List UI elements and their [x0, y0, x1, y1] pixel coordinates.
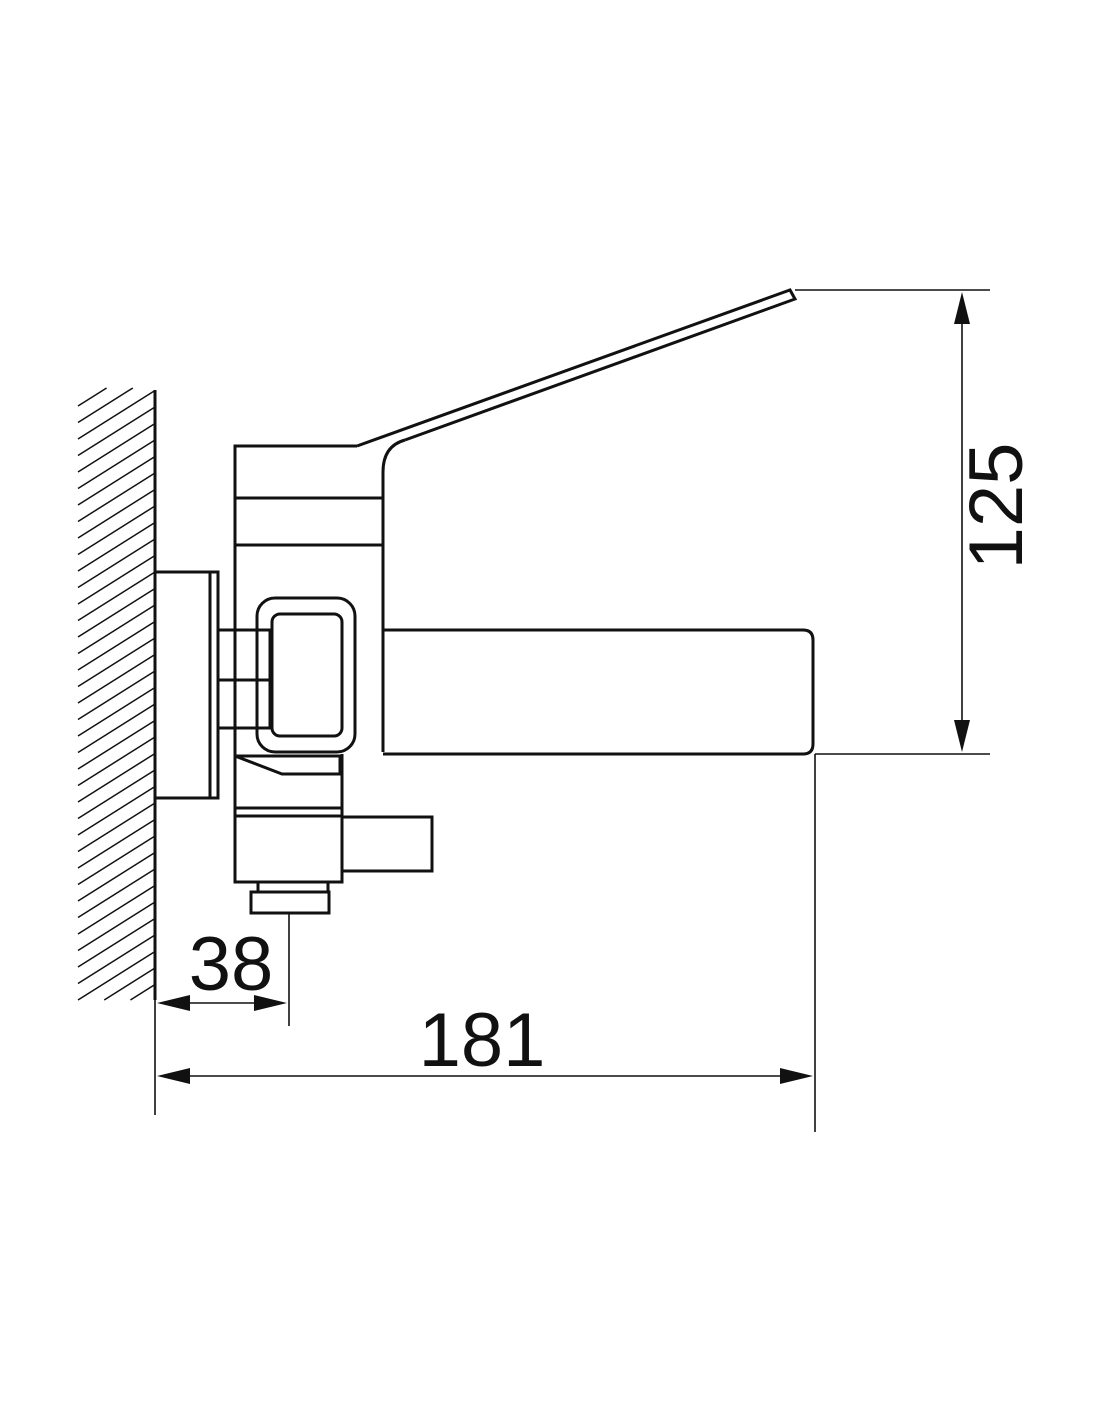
- dimension-projection-label: 181: [419, 998, 546, 1083]
- cartridge-knob: [255, 596, 357, 754]
- wall-hatch-line: [77, 455, 156, 506]
- wall-hatch-line: [77, 604, 156, 655]
- wall-hatch-line: [77, 703, 156, 754]
- wall-hatch-line: [77, 389, 156, 440]
- faucet-body: [233, 438, 406, 752]
- wall-hatch-line: [77, 736, 156, 787]
- wall-hatch-line: [77, 387, 107, 407]
- wall-hatch-line: [77, 571, 156, 622]
- wall-hatch-line: [77, 686, 156, 737]
- wall-hatch-line: [77, 818, 156, 869]
- wall-hatch-line: [77, 851, 156, 902]
- wall-hatch-line: [77, 802, 156, 853]
- wall-flange: [153, 570, 220, 800]
- wall-hatch-line: [77, 917, 156, 968]
- wall-hatch-line: [77, 950, 156, 1001]
- wall-hatch-line: [77, 554, 156, 605]
- dimension-outlet-offset-label: 38: [189, 922, 274, 1007]
- dimension-projection: 181: [154, 754, 816, 1132]
- wall-hatch-line: [77, 769, 156, 820]
- wall-hatch-line: [77, 752, 156, 803]
- wall-hatch-line: [77, 620, 156, 671]
- wall-hatch-line: [77, 835, 156, 886]
- wall-hatch-line: [130, 983, 156, 1001]
- wall-hatch-line: [77, 653, 156, 704]
- wall-hatch-line: [103, 967, 156, 1001]
- wall-hatch-line: [77, 868, 156, 919]
- wall-hatch-line: [77, 488, 156, 539]
- wall-hatch-line: [77, 538, 156, 589]
- wall-hatch-line: [77, 505, 156, 556]
- spout: [383, 628, 815, 756]
- dimension-height-label: 125: [954, 443, 1039, 570]
- wall-connector: [216, 628, 272, 730]
- wall-hatch-line: [77, 521, 156, 572]
- wall: [77, 387, 157, 1001]
- wall-hatch-line: [77, 587, 156, 638]
- wall-hatch-line: [77, 472, 156, 523]
- wall-hatch-line: [77, 884, 156, 935]
- lever-handle: [356, 288, 798, 448]
- diverter-knob: [340, 815, 434, 873]
- outlet-nut: [249, 880, 331, 915]
- wall-hatch-line: [77, 439, 156, 490]
- wall-hatch-line: [77, 422, 156, 473]
- wall-hatch-line: [77, 637, 156, 688]
- wall-hatching: [77, 387, 156, 1001]
- wall-hatch-line: [77, 670, 156, 721]
- diverter-housing: [233, 752, 344, 884]
- wall-hatch-line: [77, 719, 156, 770]
- wall-hatch-line: [77, 387, 134, 424]
- dimension-outlet-offset: 38: [157, 913, 290, 1026]
- wall-hatch-line: [77, 934, 156, 985]
- wall-hatch-line: [77, 785, 156, 836]
- wall-hatch-line: [77, 901, 156, 952]
- dimension-height: 125: [795, 289, 1039, 755]
- wall-hatch-line: [77, 406, 156, 457]
